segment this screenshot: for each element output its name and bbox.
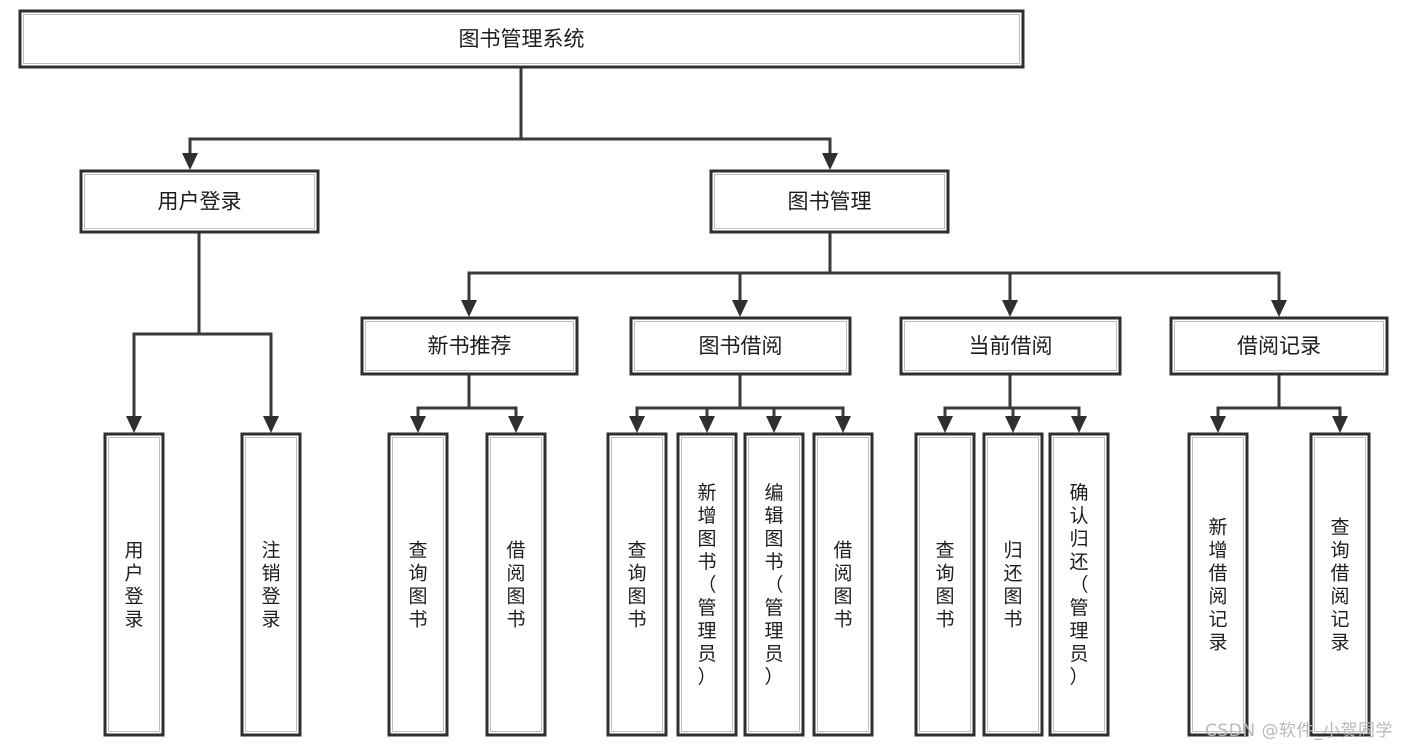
connector-leaf-user-logout bbox=[197, 232, 279, 433]
arrow-head-icon bbox=[732, 300, 748, 317]
connector-book-borrow bbox=[732, 232, 832, 317]
node-label: 新增借阅记录 bbox=[1208, 516, 1227, 653]
node-label: 注销登录 bbox=[261, 539, 280, 630]
node-root[interactable]: 图书管理系统 bbox=[18, 9, 1025, 69]
arrow-head-icon bbox=[699, 416, 715, 433]
node-leaf-confirm-return[interactable]: 确认归还（管理员） bbox=[1048, 432, 1110, 737]
arrow-head-icon bbox=[1002, 300, 1018, 317]
node-leaf-query-book-2[interactable]: 查询图书 bbox=[606, 432, 668, 737]
node-label: 查询图书 bbox=[627, 539, 646, 630]
node-label: 编辑图书（管理员） bbox=[764, 482, 783, 688]
node-label: 图书管理 bbox=[788, 190, 872, 214]
node-leaf-return-book[interactable]: 归还图书 bbox=[982, 432, 1044, 737]
node-label: 借阅图书 bbox=[833, 539, 852, 630]
node-label: 图书管理系统 bbox=[459, 27, 585, 51]
connector-leaf-query-record bbox=[1277, 374, 1348, 433]
node-label: 借阅图书 bbox=[506, 539, 525, 630]
node-label: 确认归还（管理员） bbox=[1069, 482, 1088, 688]
arrow-head-icon bbox=[126, 416, 142, 433]
arrow-head-icon bbox=[822, 153, 838, 170]
node-borrow-record[interactable]: 借阅记录 bbox=[1169, 316, 1389, 376]
node-label: 用户登录 bbox=[124, 539, 143, 630]
node-label: 查询借阅记录 bbox=[1330, 516, 1349, 653]
arrow-head-icon bbox=[461, 300, 477, 317]
connector-borrow-record bbox=[828, 232, 1287, 317]
arrow-head-icon bbox=[1210, 416, 1226, 433]
node-label: 当前借阅 bbox=[969, 334, 1053, 358]
connector-leaf-return-book bbox=[1005, 374, 1021, 433]
arrow-head-icon bbox=[410, 416, 426, 433]
node-book-manage[interactable]: 图书管理 bbox=[709, 169, 950, 234]
node-leaf-query-book-1[interactable]: 查询图书 bbox=[387, 432, 449, 737]
csdn-watermark: CSDN @软件_小贺同学 bbox=[1205, 721, 1393, 741]
node-label: 查询图书 bbox=[408, 539, 427, 630]
node-leaf-borrow-book-2[interactable]: 借阅图书 bbox=[812, 432, 874, 737]
connector-leaf-borrow-book-1 bbox=[467, 374, 524, 433]
arrow-head-icon bbox=[508, 416, 524, 433]
connector-user-login bbox=[182, 67, 523, 170]
connector-leaf-borrow-book-2 bbox=[738, 374, 851, 433]
arrow-head-icon bbox=[629, 416, 645, 433]
node-label: 用户登录 bbox=[158, 190, 242, 214]
arrow-head-icon bbox=[1005, 416, 1021, 433]
arrow-head-icon bbox=[835, 416, 851, 433]
node-label: 查询图书 bbox=[935, 539, 954, 630]
arrow-head-icon bbox=[182, 153, 198, 170]
connector-leaf-add-book bbox=[699, 374, 742, 433]
node-user-login[interactable]: 用户登录 bbox=[79, 169, 320, 234]
node-label: 图书借阅 bbox=[699, 334, 783, 358]
node-current-borrow[interactable]: 当前借阅 bbox=[899, 316, 1122, 376]
connector-leaf-confirm-return bbox=[1008, 374, 1087, 433]
node-new-book-recommend[interactable]: 新书推荐 bbox=[360, 316, 579, 376]
node-leaf-query-book-3[interactable]: 查询图书 bbox=[914, 432, 976, 737]
node-leaf-borrow-book-1[interactable]: 借阅图书 bbox=[485, 432, 547, 737]
node-leaf-user-login[interactable]: 用户登录 bbox=[103, 432, 165, 737]
arrow-head-icon bbox=[937, 416, 953, 433]
node-label: 新增图书（管理员） bbox=[697, 482, 716, 688]
arrow-head-icon bbox=[1271, 300, 1287, 317]
node-leaf-add-book[interactable]: 新增图书（管理员） bbox=[676, 432, 738, 737]
connector-leaf-add-record bbox=[1210, 374, 1281, 433]
node-leaf-add-record[interactable]: 新增借阅记录 bbox=[1187, 432, 1249, 737]
connector-leaf-edit-book bbox=[738, 374, 782, 433]
node-label: 借阅记录 bbox=[1237, 334, 1321, 358]
arrow-head-icon bbox=[1332, 416, 1348, 433]
connector-book-manage bbox=[519, 67, 838, 170]
arrow-head-icon bbox=[1071, 416, 1087, 433]
arrow-head-icon bbox=[766, 416, 782, 433]
arrow-head-icon bbox=[263, 416, 279, 433]
connector-leaf-query-book-3 bbox=[937, 374, 1012, 433]
node-label: 归还图书 bbox=[1003, 539, 1022, 630]
connector-leaf-query-book-1 bbox=[410, 374, 471, 433]
connector-leaf-user-login bbox=[126, 232, 201, 433]
node-layer: 图书管理系统用户登录图书管理新书推荐图书借阅当前借阅借阅记录用户登录注销登录查询… bbox=[18, 9, 1389, 737]
node-leaf-user-logout[interactable]: 注销登录 bbox=[240, 432, 302, 737]
node-book-borrow[interactable]: 图书借阅 bbox=[629, 316, 852, 376]
node-label: 新书推荐 bbox=[428, 334, 512, 358]
connector-leaf-query-book-2 bbox=[629, 374, 742, 433]
node-leaf-query-record[interactable]: 查询借阅记录 bbox=[1309, 432, 1371, 737]
connector-layer bbox=[126, 67, 1348, 433]
node-leaf-edit-book[interactable]: 编辑图书（管理员） bbox=[743, 432, 805, 737]
